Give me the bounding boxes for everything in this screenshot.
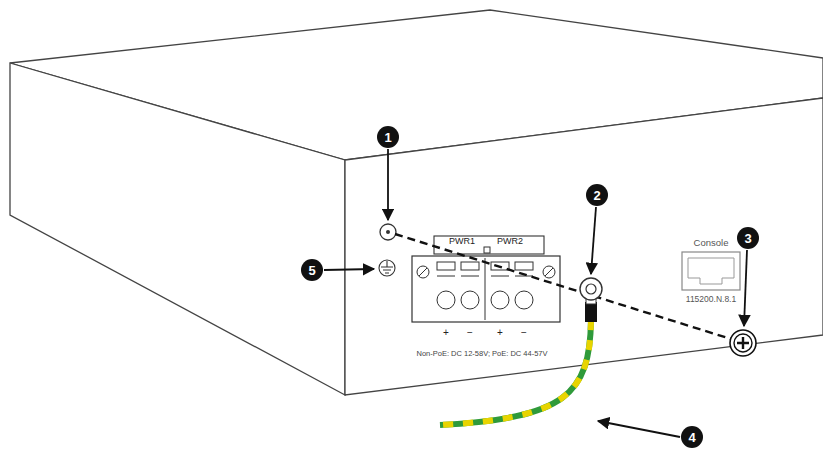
- callout-text: 2: [593, 189, 600, 202]
- terminal-label: PWR1: [449, 237, 475, 247]
- port-setting: 115200.N.8.1: [686, 295, 736, 304]
- callout-text: 4: [688, 431, 695, 444]
- callout-number: 3: [737, 227, 759, 249]
- screw-slot: [419, 268, 427, 276]
- ground-symbol-lines: [381, 261, 393, 273]
- callout-number: 4: [681, 426, 703, 448]
- polarity-sign: −: [467, 327, 473, 338]
- callout-number: 2: [586, 184, 608, 206]
- leader-lines: [324, 149, 747, 437]
- ground-cable-stripe: [440, 320, 591, 425]
- screw-cross: [737, 337, 749, 349]
- callout-text: 1: [384, 131, 391, 144]
- polarity-sign: +: [497, 327, 503, 338]
- ground-symbol: [379, 260, 395, 276]
- terminal-screw: [417, 266, 429, 278]
- leader-arrow: [598, 421, 680, 437]
- ground-hole: [380, 224, 396, 240]
- terminal-slot: [461, 262, 479, 270]
- ring-lug-hole: [586, 284, 596, 294]
- terminal-block: [412, 256, 560, 322]
- callout-text: 5: [308, 264, 315, 277]
- terminal-opening: [491, 291, 509, 309]
- leader-arrow: [591, 207, 596, 274]
- callout-number: 5: [301, 259, 323, 281]
- terminal-key: [484, 247, 490, 253]
- terminal-slot: [437, 262, 455, 270]
- leader-arrow: [387, 149, 389, 220]
- console-port-jack: [688, 258, 734, 284]
- polarity-sign: −: [521, 327, 527, 338]
- terminal-label: PWR2: [497, 237, 523, 247]
- port-label: Console: [694, 238, 729, 248]
- lug-crimp: [585, 302, 597, 322]
- voltage-note: Non-PoE: DC 12-58V; PoE: DC 44-57V: [416, 350, 547, 358]
- ground-path-dashed: [395, 234, 731, 339]
- terminal-slot: [515, 262, 533, 270]
- terminal-rib: [461, 276, 479, 277]
- terminal-divider: [485, 258, 486, 320]
- terminal-screw: [543, 266, 555, 278]
- console-port: [682, 252, 740, 290]
- terminal-slots: [417, 258, 555, 320]
- terminal-rib: [515, 276, 533, 277]
- ground-screw: [730, 330, 756, 356]
- polarity-sign: +: [443, 327, 449, 338]
- ground-hole-center: [386, 230, 390, 234]
- housing-front: [345, 98, 823, 395]
- callout-number: 1: [377, 126, 399, 148]
- leader-arrow: [324, 269, 374, 270]
- ground-cable: [440, 320, 591, 425]
- ring-lug: [580, 278, 602, 300]
- leader-arrow: [744, 250, 747, 326]
- terminal-opening: [461, 291, 479, 309]
- screw-slot: [545, 268, 553, 276]
- ground-screw-head: [734, 334, 752, 352]
- callout-text: 3: [744, 232, 751, 245]
- terminal-opening: [515, 291, 533, 309]
- terminal-rib: [491, 276, 509, 277]
- terminal-opening: [437, 291, 455, 309]
- housing-side: [10, 63, 345, 395]
- terminal-rib: [437, 276, 455, 277]
